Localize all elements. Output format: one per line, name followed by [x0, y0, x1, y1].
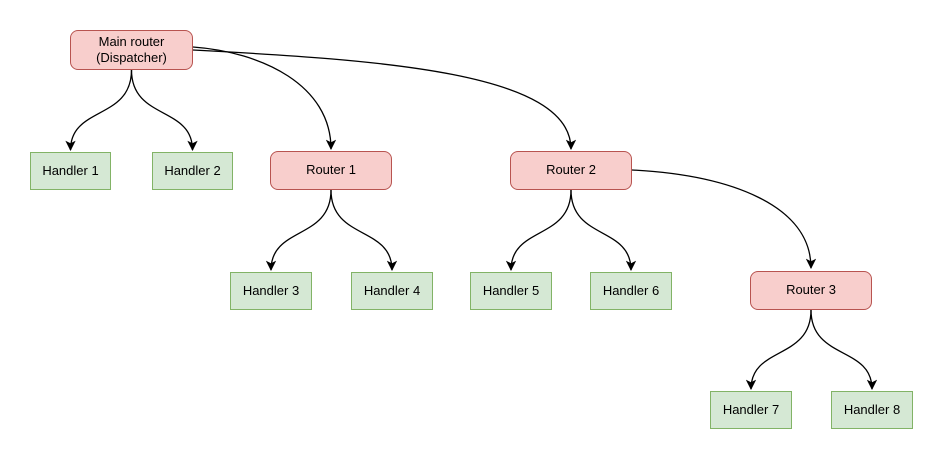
node-handler-5: Handler 5 — [470, 272, 552, 310]
node-handler-8: Handler 8 — [831, 391, 913, 429]
node-router-3: Router 3 — [750, 271, 872, 310]
node-handler-2: Handler 2 — [152, 152, 233, 190]
edge-router-1-to-handler-4 — [330, 189, 398, 272]
node-handler-7: Handler 7 — [710, 391, 792, 429]
node-handler-6: Handler 6 — [590, 272, 672, 310]
node-handler-3: Handler 3 — [230, 272, 312, 310]
edge-router-2-to-router-3 — [631, 169, 817, 270]
edge-router-2-to-handler-6 — [570, 189, 637, 272]
node-handler-4: Handler 4 — [351, 272, 433, 310]
node-handler-1: Handler 1 — [30, 152, 111, 190]
node-router-1: Router 1 — [270, 151, 392, 190]
edge-main-router-to-handler-2 — [130, 69, 198, 152]
edge-router-3-to-handler-8 — [810, 309, 878, 391]
edge-main-router-to-handler-1 — [65, 69, 133, 152]
edge-router-3-to-handler-7 — [745, 309, 812, 391]
edge-main-router-to-router-2 — [192, 49, 577, 151]
edge-router-1-to-handler-3 — [265, 189, 332, 272]
edge-router-2-to-handler-5 — [505, 189, 572, 272]
node-main-router: Main router (Dispatcher) — [70, 30, 193, 70]
edge-main-router-to-router-1 — [192, 46, 337, 151]
node-router-2: Router 2 — [510, 151, 632, 190]
